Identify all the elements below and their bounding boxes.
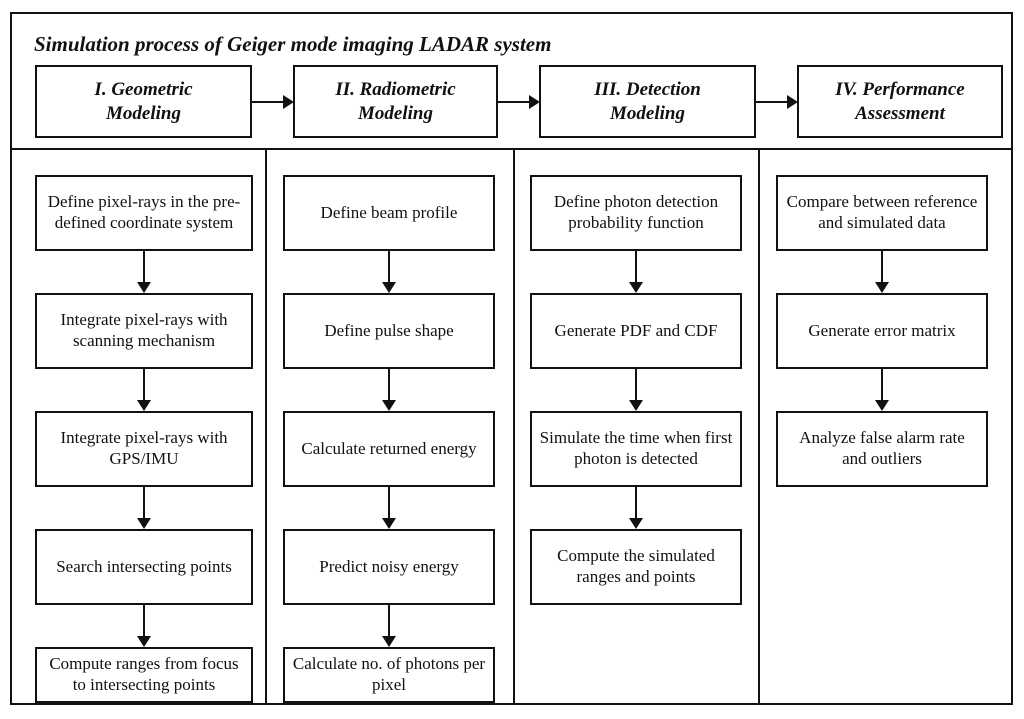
step-arrow-2-3: [382, 487, 396, 529]
step-arrow-3-2: [629, 369, 643, 411]
step-node-2-1[interactable]: Define beam profile: [283, 175, 495, 251]
step-node-3-1-label: Define photon detection probability func…: [553, 192, 719, 232]
step-arrow-1-2: [137, 369, 151, 411]
stage-header-1-line1: I. Geometric: [94, 79, 193, 101]
stage-header-3-label: III. Detection Modeling: [547, 78, 748, 124]
stage-header-3-line2: Modeling: [610, 102, 685, 124]
stage-header-2-line2: Modeling: [358, 102, 433, 124]
header-divider: [12, 148, 1011, 150]
step-node-4-1[interactable]: Compare between reference and simulated …: [776, 175, 988, 251]
step-arrow-3-3: [629, 487, 643, 529]
step-node-1-3[interactable]: Integrate pixel-rays with GPS/IMU: [35, 411, 253, 487]
step-node-2-4-label: Predict noisy energy: [319, 556, 459, 576]
stage-arrow-1-to-2: [252, 95, 294, 109]
step-node-1-5[interactable]: Compute ranges from focus to intersectin…: [35, 647, 253, 703]
step-arrow-3-1: [629, 251, 643, 293]
stage-header-2-label: II. Radiometric Modeling: [301, 78, 490, 124]
step-node-1-1[interactable]: Define pixel-rays in the pre-defined coo…: [35, 175, 253, 251]
step-node-3-2-label: Generate PDF and CDF: [554, 320, 718, 340]
stage-arrow-2-to-3: [498, 95, 540, 109]
step-node-2-5-label: Calculate no. of photons per pixel: [292, 654, 486, 694]
step-node-1-2[interactable]: Integrate pixel-rays with scanning mecha…: [35, 293, 253, 369]
step-node-1-1-label: Define pixel-rays in the pre-defined coo…: [47, 192, 241, 232]
step-node-4-3-label: Analyze false alarm rate and outliers: [799, 428, 965, 468]
step-node-3-3[interactable]: Simulate the time when first photon is d…: [530, 411, 742, 487]
step-arrow-4-2: [875, 369, 889, 411]
column-divider-2: [513, 150, 515, 703]
step-node-3-2[interactable]: Generate PDF and CDF: [530, 293, 742, 369]
step-node-1-4-label: Search intersecting points: [56, 556, 232, 576]
step-arrow-1-4: [137, 605, 151, 647]
step-node-2-2-label: Define pulse shape: [324, 320, 454, 340]
stage-header-4-line2: Assessment: [855, 102, 945, 124]
step-node-4-3[interactable]: Analyze false alarm rate and outliers: [776, 411, 988, 487]
step-node-2-1-label: Define beam profile: [320, 202, 458, 222]
step-node-1-2-label: Integrate pixel-rays with scanning mecha…: [60, 310, 228, 350]
step-arrow-2-4: [382, 605, 396, 647]
stage-header-3[interactable]: III. Detection Modeling: [539, 65, 756, 138]
step-node-4-1-label: Compare between reference and simulated …: [786, 192, 978, 232]
step-node-3-4-label: Compute the simulated ranges and points: [557, 546, 715, 586]
step-node-2-5[interactable]: Calculate no. of photons per pixel: [283, 647, 495, 703]
column-divider-1: [265, 150, 267, 703]
step-node-2-3-label: Calculate returned energy: [301, 438, 477, 458]
step-arrow-2-2: [382, 369, 396, 411]
stage-header-1-label: I. Geometric Modeling: [43, 78, 244, 124]
column-divider-3: [758, 150, 760, 703]
step-arrow-2-1: [382, 251, 396, 293]
step-node-1-4[interactable]: Search intersecting points: [35, 529, 253, 605]
step-node-3-1[interactable]: Define photon detection probability func…: [530, 175, 742, 251]
stage-header-2[interactable]: II. Radiometric Modeling: [293, 65, 498, 138]
step-node-3-3-label: Simulate the time when first photon is d…: [539, 428, 733, 468]
diagram-outer-frame: Simulation process of Geiger mode imagin…: [10, 12, 1013, 705]
step-node-3-4[interactable]: Compute the simulated ranges and points: [530, 529, 742, 605]
step-node-2-2[interactable]: Define pulse shape: [283, 293, 495, 369]
stage-header-1-line2: Modeling: [106, 102, 181, 124]
stage-header-4[interactable]: IV. Performance Assessment: [797, 65, 1003, 138]
step-node-4-2-label: Generate error matrix: [808, 320, 956, 340]
step-node-4-2[interactable]: Generate error matrix: [776, 293, 988, 369]
step-node-1-5-label: Compute ranges from focus to intersectin…: [49, 654, 239, 694]
step-arrow-1-1: [137, 251, 151, 293]
step-arrow-1-3: [137, 487, 151, 529]
step-node-2-3[interactable]: Calculate returned energy: [283, 411, 495, 487]
stage-header-3-line1: III. Detection: [594, 79, 701, 101]
stage-header-2-line1: II. Radiometric: [335, 79, 456, 101]
step-node-2-4[interactable]: Predict noisy energy: [283, 529, 495, 605]
step-node-1-3-label: Integrate pixel-rays with GPS/IMU: [60, 428, 228, 468]
stage-header-4-label: IV. Performance Assessment: [805, 78, 995, 124]
page-title: Simulation process of Geiger mode imagin…: [34, 32, 552, 56]
step-arrow-4-1: [875, 251, 889, 293]
stage-header-4-line1: IV. Performance: [835, 79, 965, 101]
stage-header-1[interactable]: I. Geometric Modeling: [35, 65, 252, 138]
stage-arrow-3-to-4: [756, 95, 798, 109]
